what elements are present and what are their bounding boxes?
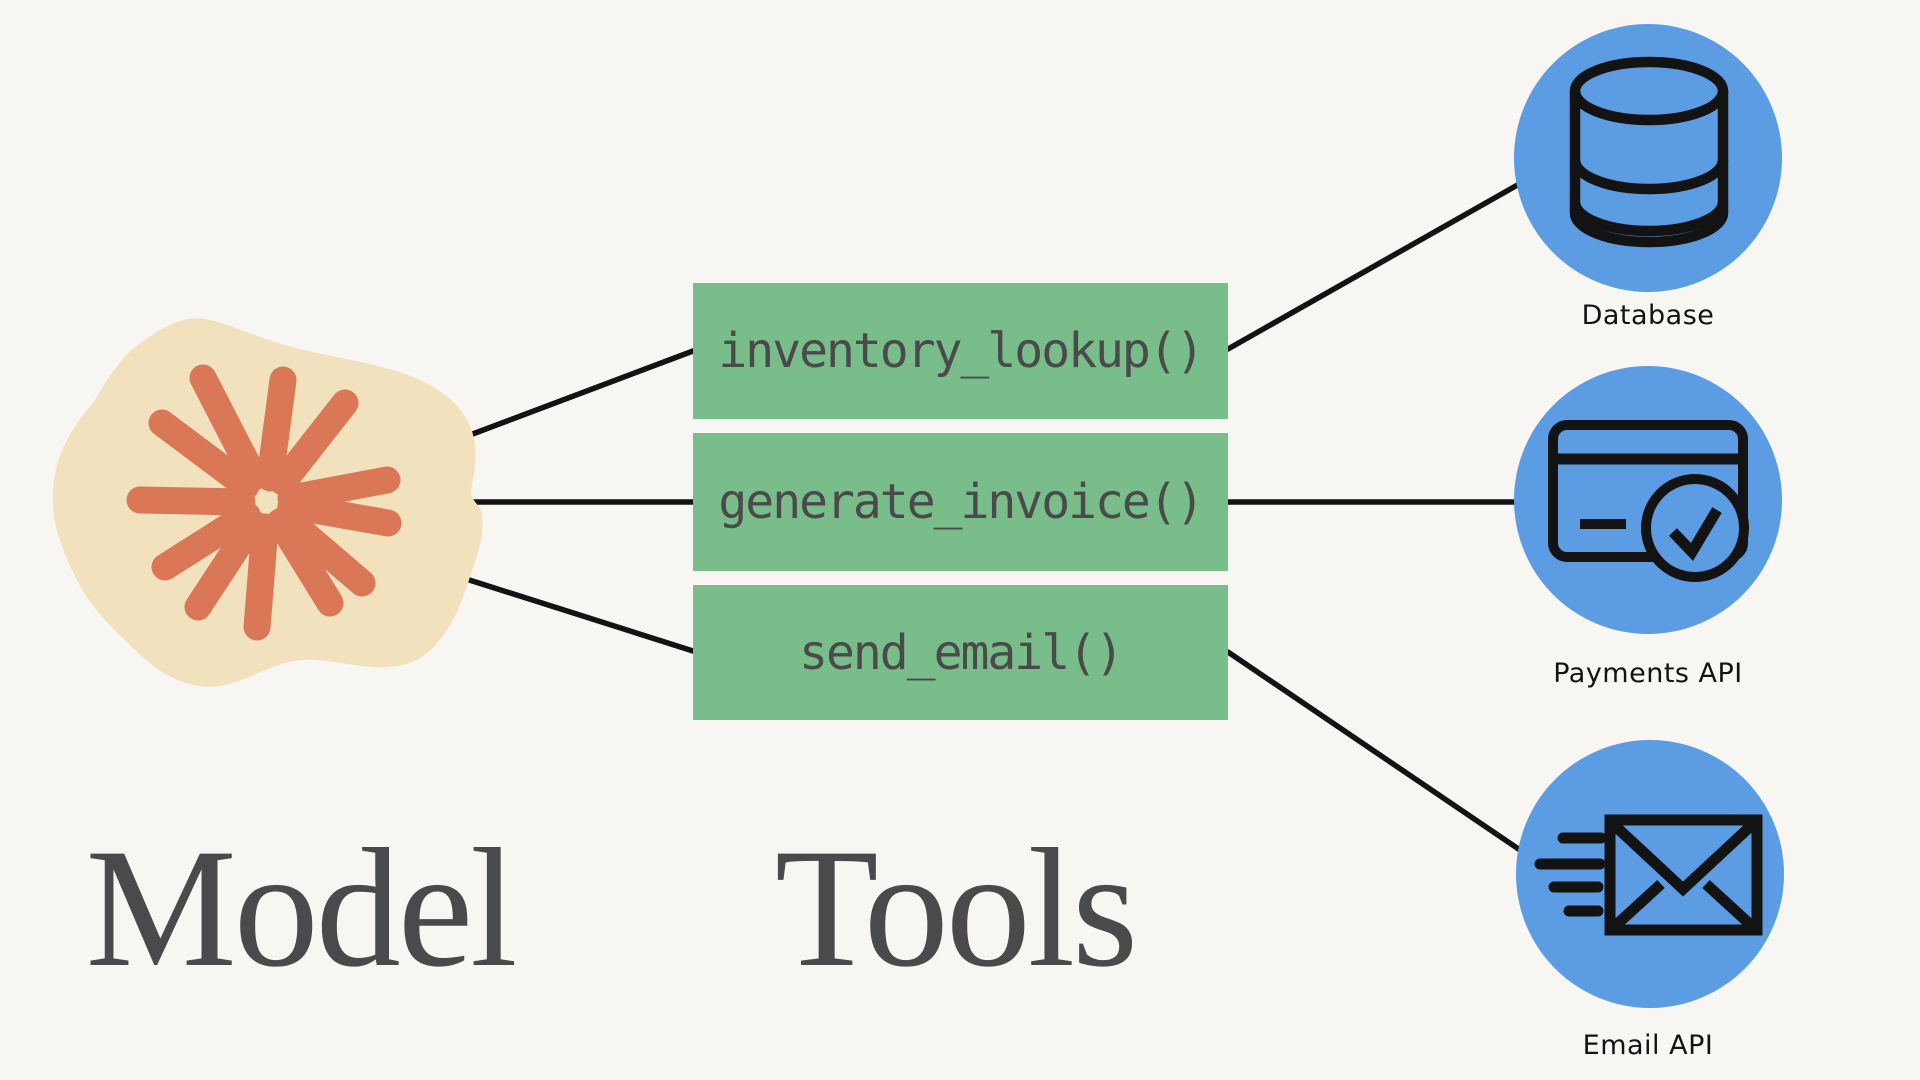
service-label-payments: Payments API: [1448, 655, 1848, 691]
model-title-text: Model: [85, 813, 518, 1002]
service-label-text: Email API: [1582, 1029, 1714, 1061]
service-circle-email: [1516, 740, 1784, 1008]
database-icon: [1569, 56, 1729, 248]
tool-box-inventory-lookup: inventory_lookup(): [693, 283, 1228, 419]
payment-card-check-icon: [1548, 420, 1749, 582]
service-label-text: Payments API: [1553, 657, 1743, 689]
model-title: Model: [40, 814, 560, 1002]
service-label-database: Database: [1448, 297, 1848, 333]
tools-title-text: Tools: [774, 813, 1138, 1002]
tools-title: Tools: [695, 814, 1215, 1002]
service-label-text: Database: [1581, 299, 1715, 331]
tool-to-service-connectors: [1225, 180, 1524, 853]
connector-line: [1225, 180, 1524, 352]
connector-line: [1225, 649, 1523, 853]
tool-box-send-email: send_email(): [693, 585, 1228, 720]
tool-function-label: send_email(): [799, 624, 1124, 681]
model-to-tool-connectors: [459, 348, 696, 654]
connector-line: [460, 575, 696, 654]
service-label-email: Email API: [1448, 1027, 1848, 1063]
tool-box-generate-invoice: generate_invoice(): [693, 433, 1228, 571]
tool-function-label: generate_invoice(): [718, 474, 1204, 530]
tool-function-label: inventory_lookup(): [718, 323, 1204, 379]
email-speed-icon: [1534, 814, 1763, 936]
starburst-icon: [126, 364, 402, 641]
connector-line: [467, 348, 696, 438]
